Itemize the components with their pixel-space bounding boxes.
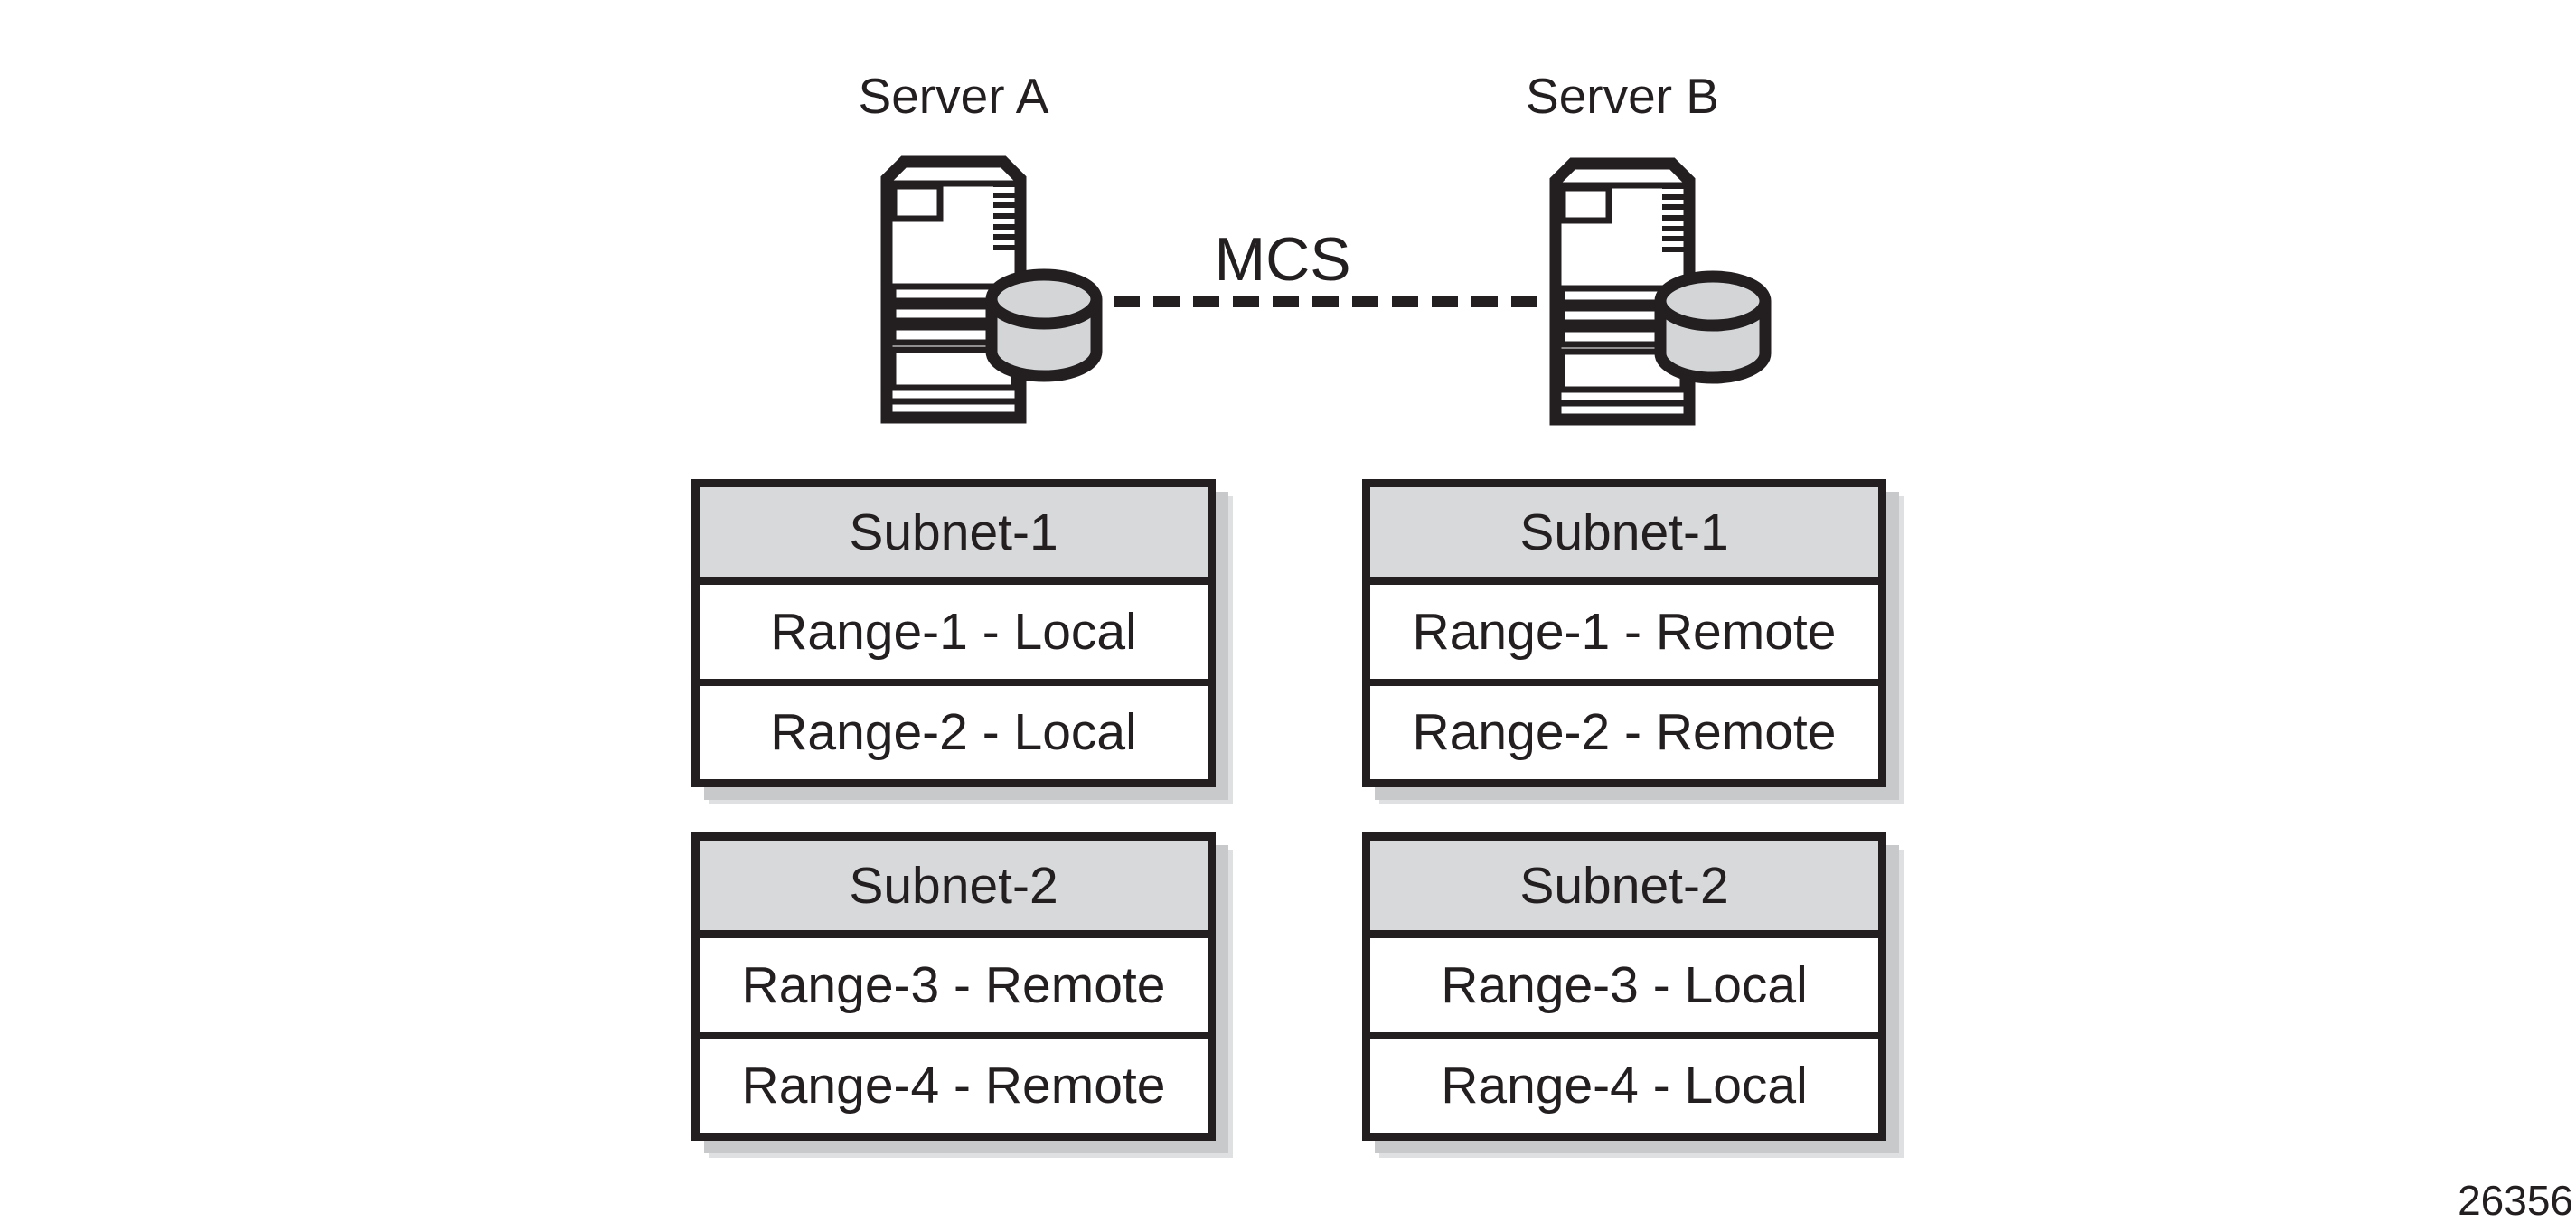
server-b-label: Server B [1526, 68, 1719, 124]
subnet-table-server-a-subnet-2: Subnet-2 Range-3 - Remote Range-4 - Remo… [691, 832, 1216, 1141]
subnet-table-header: Subnet-2 [700, 841, 1208, 938]
subnet-table-row: Range-3 - Remote [741, 955, 1166, 1014]
subnet-table-header: Subnet-1 [1370, 487, 1878, 585]
subnet-table-header: Subnet-2 [1370, 841, 1878, 938]
server-a-label: Server A [858, 68, 1049, 124]
subnet-table-server-b-subnet-1: Subnet-1 Range-1 - Remote Range-2 - Remo… [1362, 479, 1886, 787]
subnet-table-server-a-subnet-1: Subnet-1 Range-1 - Local Range-2 - Local [691, 479, 1216, 787]
subnet-table-row: Range-2 - Remote [1370, 678, 1878, 780]
subnet-table-row: Range-1 - Local [770, 602, 1137, 661]
server-b-icon [1547, 157, 1773, 427]
subnet-table-row: Range-2 - Local [700, 678, 1208, 780]
subnet-table-row: Range-4 - Remote [700, 1031, 1208, 1133]
server-a-icon [879, 155, 1105, 425]
subnet-table-row: Range-1 - Remote [1412, 602, 1837, 661]
figure-number: 26356 [2458, 1177, 2573, 1224]
subnet-table-server-b-subnet-2: Subnet-2 Range-3 - Local Range-4 - Local [1362, 832, 1886, 1141]
subnet-table-row: Range-4 - Local [1370, 1031, 1878, 1133]
mcs-link-label: MCS [1214, 225, 1351, 294]
mcs-link-dashed-line [1114, 296, 1538, 307]
subnet-table-header: Subnet-1 [700, 487, 1208, 585]
subnet-table-row: Range-3 - Local [1441, 955, 1808, 1014]
